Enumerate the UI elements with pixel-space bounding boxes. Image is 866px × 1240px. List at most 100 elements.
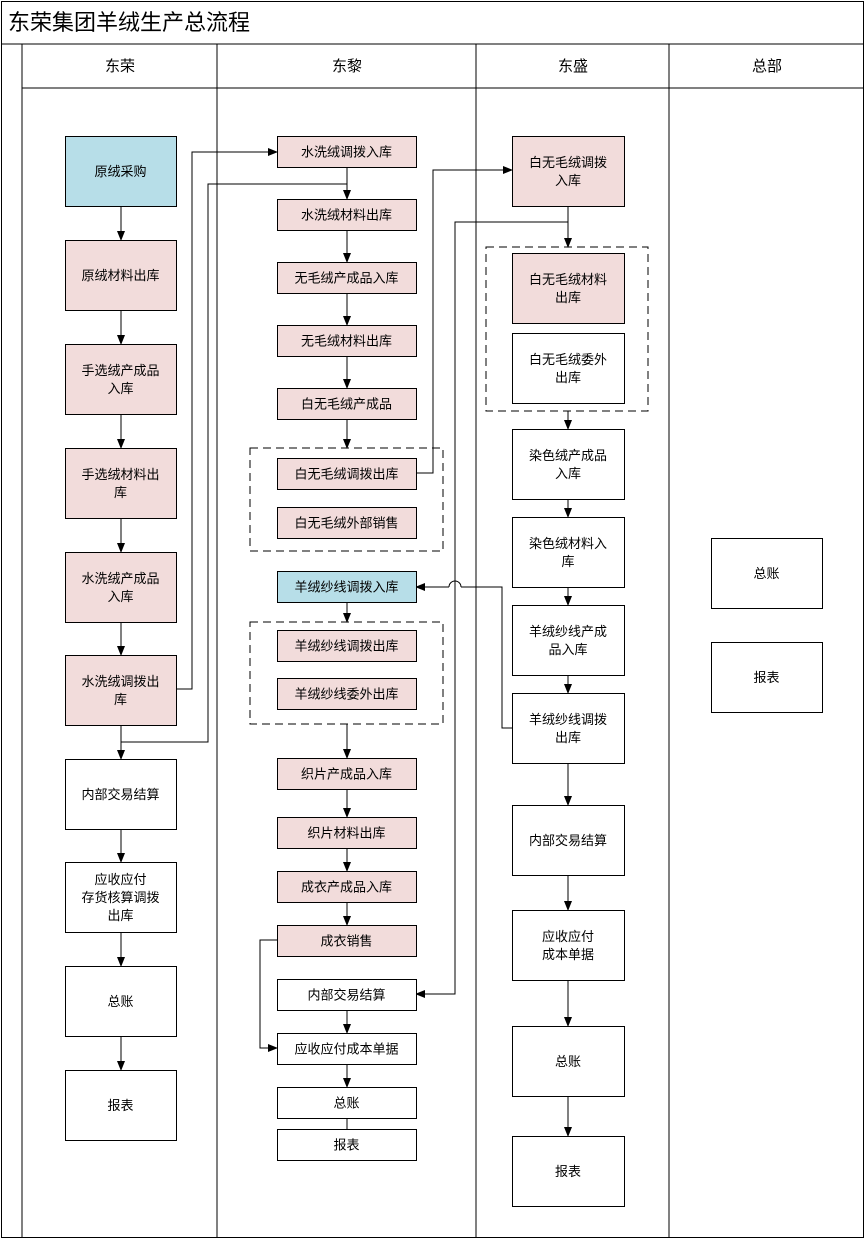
node-box bbox=[512, 253, 625, 324]
node-label: 染色绒材料入 bbox=[529, 536, 607, 552]
node-label: 无毛绒产成品入库 bbox=[294, 271, 398, 287]
process-node-a1: 原绒采购 bbox=[65, 136, 177, 207]
node-box bbox=[512, 333, 625, 404]
node-box bbox=[277, 1087, 417, 1119]
node-box bbox=[277, 262, 417, 294]
node-label: 白无毛绒外部销售 bbox=[294, 516, 398, 532]
node-box bbox=[65, 344, 177, 415]
node-label: 内部交易结算 bbox=[81, 787, 159, 803]
process-node-b12: 织片材料出库 bbox=[277, 817, 417, 849]
process-node-b6: 白无毛绒调拨出库 bbox=[277, 458, 417, 490]
node-label: 总账 bbox=[333, 1097, 359, 1112]
node-label: 水洗绒调拨入库 bbox=[301, 145, 392, 161]
node-label: 羊绒纱线调拨出库 bbox=[294, 639, 398, 655]
node-label: 白无毛绒产成品 bbox=[301, 397, 392, 413]
node-label: 原绒采购 bbox=[94, 164, 146, 180]
node-box bbox=[277, 1033, 417, 1065]
node-label: 出库 bbox=[555, 730, 581, 746]
node-label: 存货核算调拨 bbox=[81, 890, 159, 906]
node-box bbox=[512, 693, 625, 764]
node-label: 白无毛绒调拨出库 bbox=[294, 467, 398, 483]
node-label: 出库 bbox=[107, 908, 133, 924]
process-node-a10: 报表 bbox=[65, 1070, 177, 1141]
connector-return-line bbox=[121, 183, 347, 743]
node-box bbox=[277, 136, 417, 168]
node-label: 羊绒纱线委外出库 bbox=[294, 687, 398, 703]
node-label: 原绒材料出库 bbox=[81, 268, 159, 284]
lane-header-dongli: 东黎 bbox=[332, 57, 362, 75]
process-node-b10: 羊绒纱线委外出库 bbox=[277, 678, 417, 710]
connector-hop-line bbox=[461, 586, 512, 729]
node-label: 入库 bbox=[107, 381, 133, 397]
node-label: 总账 bbox=[555, 1055, 581, 1070]
node-box bbox=[65, 655, 177, 726]
node-box bbox=[65, 966, 177, 1037]
node-label: 水洗绒调拨出 bbox=[81, 675, 159, 690]
process-node-c9: 应收应付成本单据 bbox=[512, 910, 625, 981]
node-box bbox=[277, 758, 417, 790]
node-box bbox=[277, 678, 417, 710]
process-node-b8: 羊绒纱线调拨入库 bbox=[277, 571, 417, 603]
node-label: 白无毛绒调拨 bbox=[529, 155, 607, 171]
node-label: 成衣产成品入库 bbox=[301, 880, 392, 896]
node-label: 出库 bbox=[555, 370, 581, 386]
process-node-b4: 无毛绒材料出库 bbox=[277, 325, 417, 357]
process-node-b7: 白无毛绒外部销售 bbox=[277, 507, 417, 539]
node-box bbox=[65, 759, 177, 830]
node-box bbox=[512, 1136, 625, 1207]
nodes: 原绒采购原绒材料出库手选绒产成品入库手选绒材料出库水洗绒产成品入库水洗绒调拨出库… bbox=[65, 136, 823, 1207]
node-box bbox=[65, 1070, 177, 1141]
process-node-b16: 应收应付成本单据 bbox=[277, 1033, 417, 1065]
node-box bbox=[512, 136, 625, 207]
node-label: 白无毛绒材料 bbox=[529, 272, 607, 288]
node-label: 羊绒纱线调拨入库 bbox=[294, 580, 398, 596]
connector-line bbox=[259, 939, 278, 1052]
node-box bbox=[277, 979, 417, 1011]
process-node-b1: 水洗绒调拨入库 bbox=[277, 136, 417, 168]
process-node-c11: 报表 bbox=[512, 1136, 625, 1207]
process-node-b3: 无毛绒产成品入库 bbox=[277, 262, 417, 294]
process-node-b5: 白无毛绒产成品 bbox=[277, 388, 417, 420]
process-node-c10: 总账 bbox=[512, 1026, 625, 1097]
node-label: 报表 bbox=[753, 671, 779, 686]
process-node-b9: 羊绒纱线调拨出库 bbox=[277, 630, 417, 662]
node-box bbox=[277, 458, 417, 490]
node-box bbox=[65, 552, 177, 623]
process-node-c8: 内部交易结算 bbox=[512, 805, 625, 876]
node-box bbox=[277, 817, 417, 849]
process-node-a2: 原绒材料出库 bbox=[65, 240, 177, 311]
node-box bbox=[277, 325, 417, 357]
node-label: 水洗绒材料出库 bbox=[301, 208, 392, 224]
node-label: 水洗绒产成品 bbox=[81, 572, 159, 587]
node-box bbox=[277, 925, 417, 957]
node-label: 出库 bbox=[555, 290, 581, 306]
node-label: 手选绒材料出 bbox=[81, 468, 159, 483]
node-box bbox=[277, 571, 417, 603]
process-node-b15: 内部交易结算 bbox=[277, 979, 417, 1011]
node-label: 应收应付 bbox=[542, 929, 594, 945]
node-label: 报表 bbox=[107, 1099, 133, 1114]
process-node-d1: 总账 bbox=[711, 538, 823, 609]
node-box bbox=[277, 630, 417, 662]
node-label: 成衣销售 bbox=[320, 934, 372, 950]
node-box bbox=[65, 240, 177, 311]
node-label: 总账 bbox=[753, 567, 779, 582]
node-box bbox=[277, 507, 417, 539]
node-box bbox=[277, 871, 417, 903]
process-node-c7: 羊绒纱线调拨出库 bbox=[512, 693, 625, 764]
node-label: 无毛绒材料出库 bbox=[301, 334, 392, 350]
process-node-a7: 内部交易结算 bbox=[65, 759, 177, 830]
node-label: 入库 bbox=[555, 466, 581, 482]
node-box bbox=[512, 805, 625, 876]
